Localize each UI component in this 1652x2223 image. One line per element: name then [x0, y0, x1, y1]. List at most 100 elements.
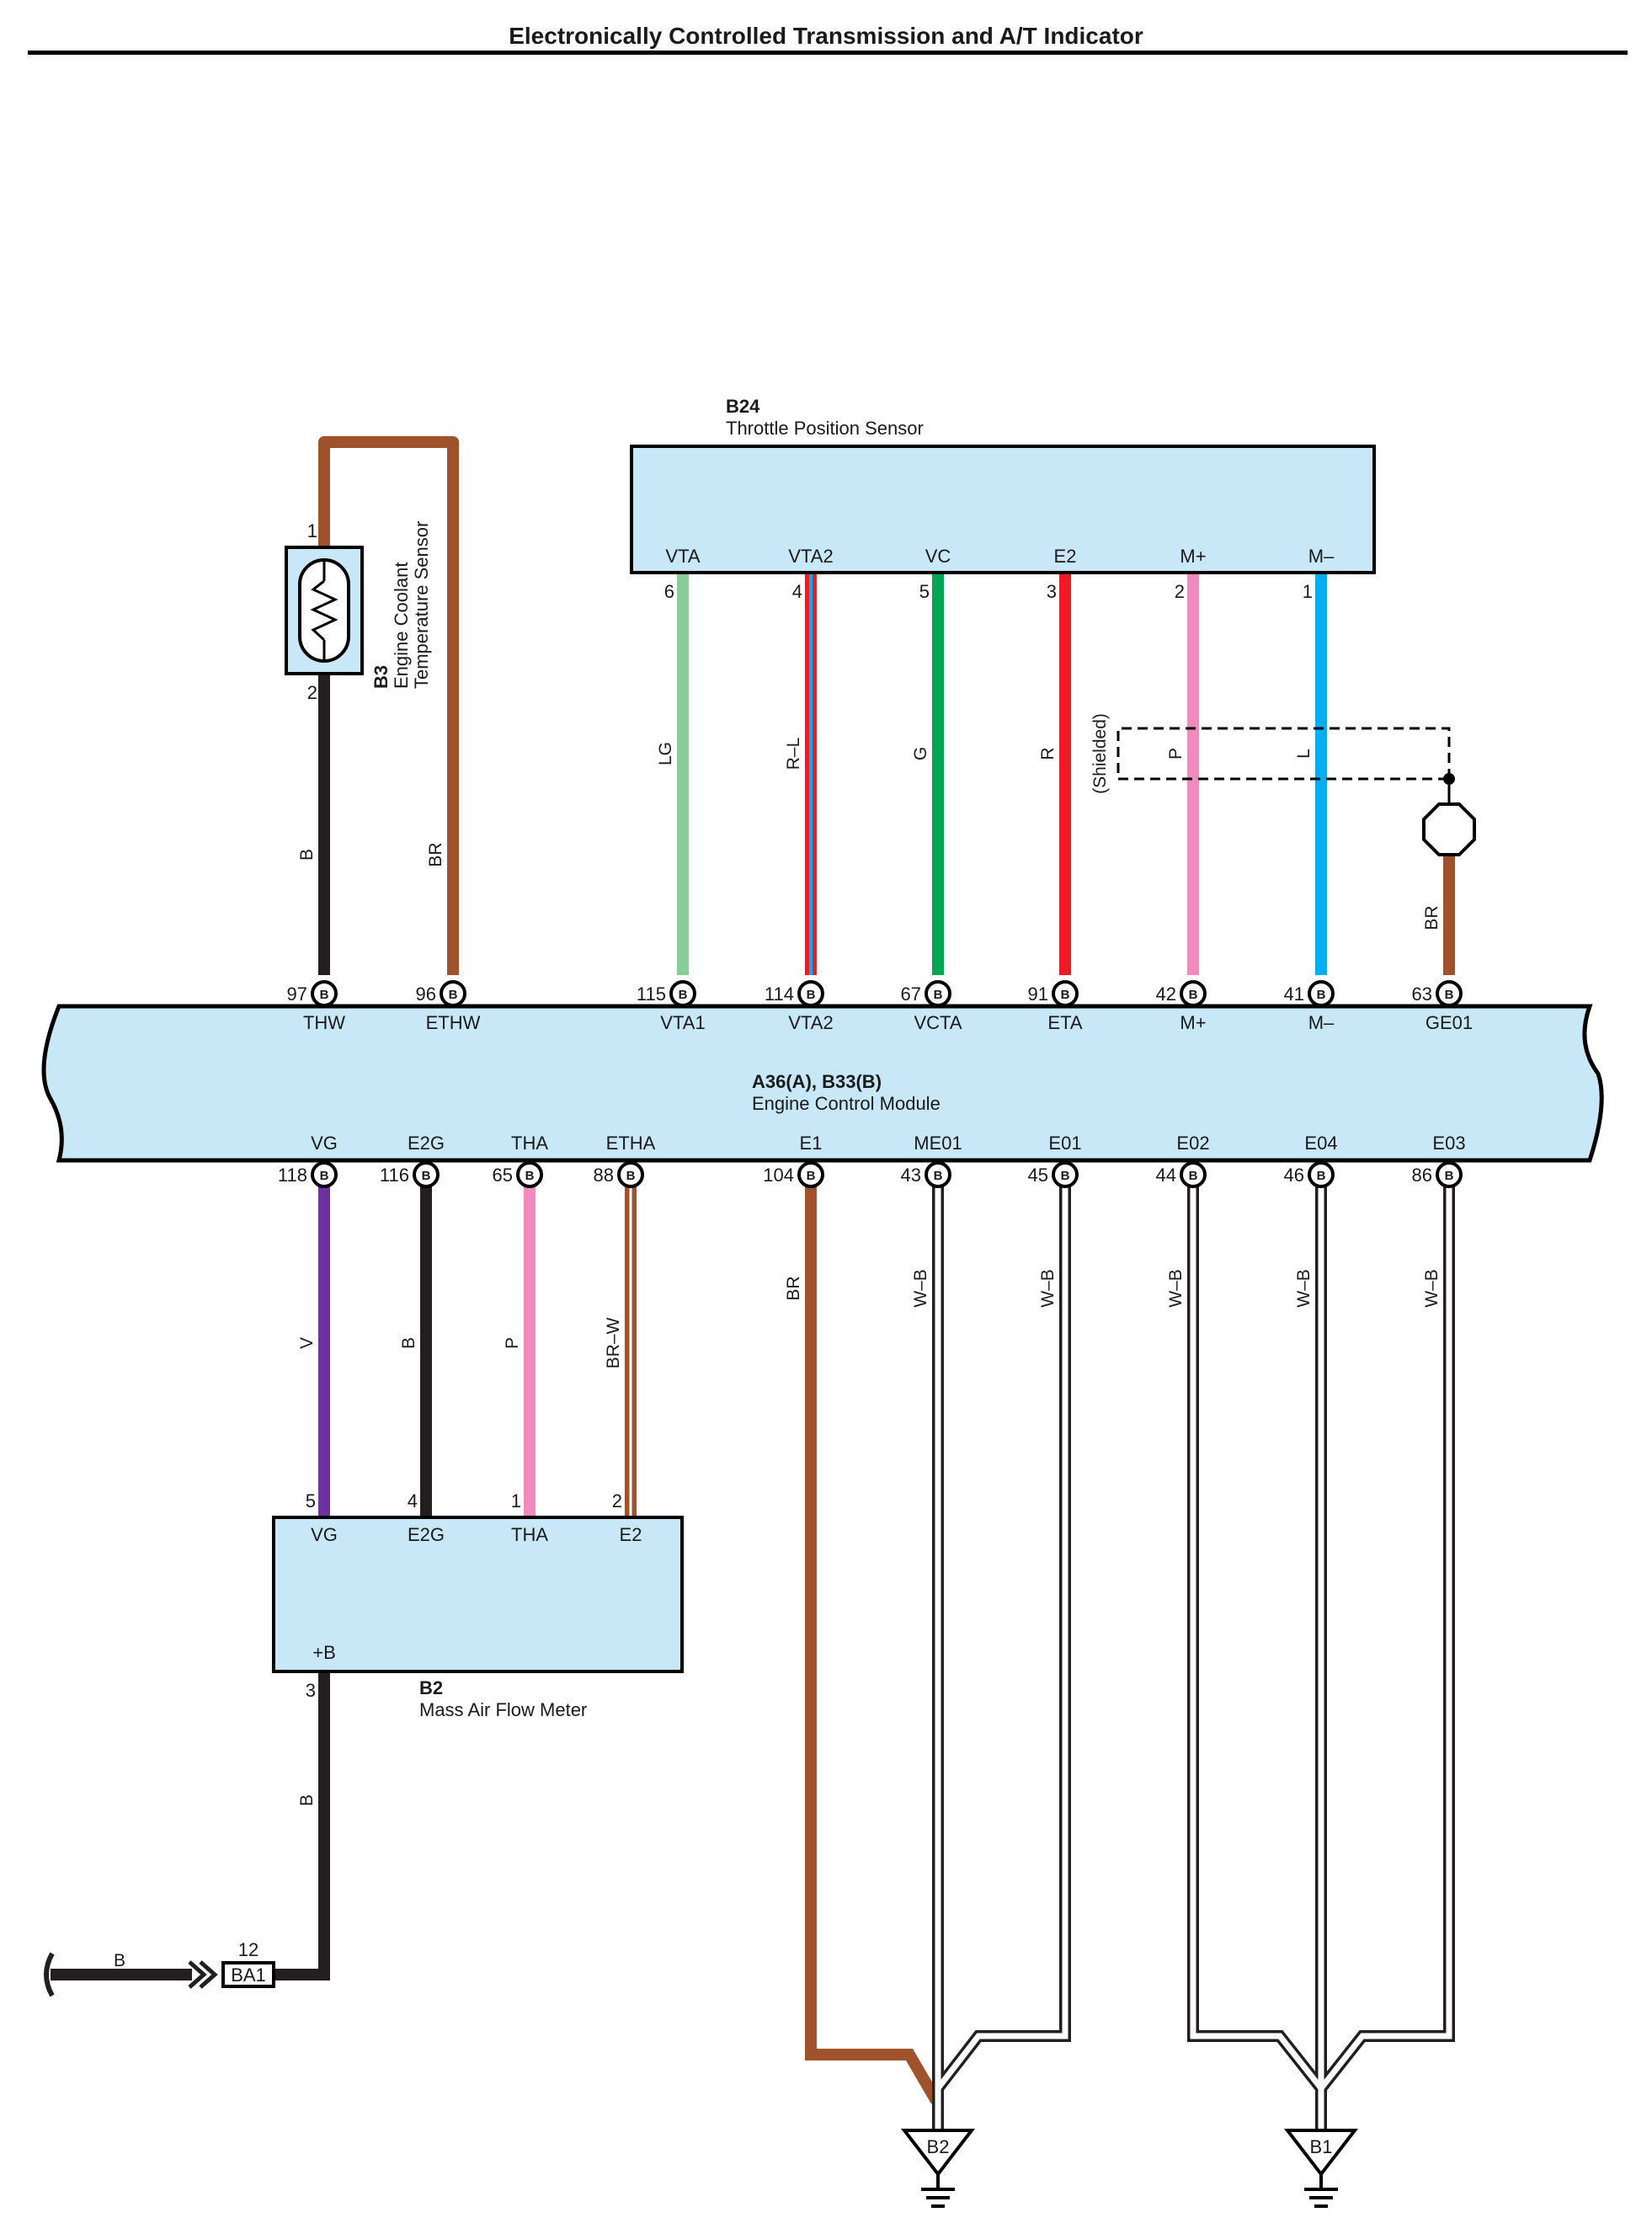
lower-wires: [318, 1175, 942, 2104]
ecm-terminal-tha: THA: [511, 1133, 548, 1154]
thw-wire-label: B: [297, 849, 317, 861]
svg-text:86: 86: [1412, 1165, 1432, 1186]
maf-power-wire-label: B: [297, 1794, 317, 1806]
mminus-wire-label: L: [1294, 749, 1314, 759]
svg-text:B: B: [1189, 1169, 1198, 1183]
ecm-terminal-vta2: VTA2: [788, 1012, 833, 1033]
ecm-box: [41, 1004, 1604, 1163]
ect-wires: [318, 436, 459, 975]
ba1-pin: 12: [238, 1939, 258, 1960]
e02-wire-label: W–B: [1166, 1269, 1186, 1308]
lower-wire-labels: V B P BR–W BR W–B W–B W–B W–B W–B: [297, 1269, 1442, 1368]
ecm-pin-e04: B 46: [1284, 1161, 1335, 1188]
ect-pin-2: 2: [307, 682, 317, 703]
ect-name-line1: Engine Coolant: [391, 562, 412, 689]
ecm-pin-e01: B45: [1028, 1161, 1079, 1188]
maf-code: B2: [419, 1677, 443, 1698]
vc-wire-label: G: [911, 747, 930, 760]
tps-terminal-mminus: M–: [1308, 546, 1335, 567]
svg-text:115: 115: [637, 984, 666, 1005]
tps-terminal-vta2: VTA2: [788, 546, 833, 567]
tps-pin-mplus: 2: [1175, 581, 1185, 602]
svg-text:B: B: [525, 1169, 535, 1183]
svg-text:43: 43: [901, 1165, 921, 1186]
tps-pin-e2: 3: [1047, 581, 1057, 602]
tps-terminal-vta: VTA: [665, 546, 700, 567]
svg-text:88: 88: [594, 1165, 614, 1186]
svg-text:B: B: [320, 1169, 329, 1183]
svg-text:B: B: [1061, 988, 1070, 1002]
ecm-terminal-vta1: VTA1: [660, 1012, 705, 1033]
ethw-wire-label: BR: [426, 842, 445, 866]
maf-pin-plusb: 3: [306, 1680, 316, 1701]
tps-terminal-vc: VC: [925, 546, 951, 567]
ecm-terminal-e2g: E2G: [408, 1133, 445, 1154]
svg-text:B: B: [1189, 988, 1198, 1002]
ecm-pin-e1: B 104: [763, 1161, 824, 1188]
ecm-pin-e02: B 44: [1156, 1161, 1207, 1188]
ecm-terminal-e03: E03: [1432, 1133, 1465, 1154]
e03-wire: [1319, 1175, 1452, 2091]
ge01-wire-label: BR: [1422, 905, 1442, 930]
svg-text:97: 97: [287, 984, 307, 1005]
svg-text:B: B: [1445, 1169, 1454, 1183]
ect-name-line2: Temperature Sensor: [411, 521, 432, 689]
tps-pin-vc: 5: [919, 581, 930, 602]
e02-wire: [1190, 1175, 1324, 2091]
tps-box: [630, 445, 1376, 574]
svg-text:44: 44: [1156, 1165, 1176, 1186]
ecm-terminal-me01: ME01: [914, 1133, 962, 1154]
svg-text:B: B: [1317, 988, 1326, 1002]
ethw-wire: [318, 436, 459, 975]
ground-b2: B2: [900, 2129, 976, 2208]
me01-wire-label: W–B: [911, 1269, 930, 1308]
ground-b2-code: B2: [927, 2136, 950, 2157]
svg-text:96: 96: [416, 984, 436, 1005]
ba1-junction: BA1 12 B: [44, 1939, 275, 1997]
ecm-terminal-ge01: GE01: [1426, 1012, 1473, 1033]
ecm-pin-etha: B88: [594, 1161, 644, 1188]
tha-wire-label: P: [503, 1337, 522, 1349]
arrow-right-icon: [188, 1960, 207, 1989]
e01-wire-label: W–B: [1038, 1269, 1058, 1308]
svg-text:B: B: [1317, 1169, 1326, 1183]
svg-text:42: 42: [1156, 984, 1176, 1005]
tps-terminal-e2: E2: [1054, 546, 1077, 567]
tps-pin-mminus: 1: [1303, 581, 1313, 602]
svg-text:B: B: [934, 1169, 943, 1183]
e1-wire-label: BR: [784, 1276, 803, 1300]
maf-terminal-vg: VG: [311, 1524, 338, 1545]
shielded-label: (Shielded): [1090, 713, 1110, 794]
tps-pin-vta2: 4: [792, 581, 802, 602]
page-title: Electronically Controlled Transmission a…: [509, 23, 1143, 49]
e01-wire: [935, 1175, 1068, 2091]
svg-text:65: 65: [493, 1165, 513, 1186]
svg-text:B: B: [1445, 988, 1454, 1002]
ecm-pin-mplus: B 42: [1156, 980, 1207, 1007]
tps-component: B24 Throttle Position Sensor VTA VTA2 VC…: [630, 396, 1376, 602]
ba1-code: BA1: [231, 1964, 266, 1986]
vg-wire-label: V: [297, 1337, 317, 1349]
ba1-box: [221, 1961, 275, 1988]
ect-sensor: 1 2 B3 Engine Coolant Temperature Sensor: [285, 520, 432, 703]
svg-text:46: 46: [1284, 1165, 1304, 1186]
svg-text:114: 114: [765, 984, 794, 1005]
ground-b1: B1: [1283, 2129, 1359, 2208]
tps-name: Throttle Position Sensor: [726, 418, 924, 439]
svg-text:B: B: [934, 988, 943, 1002]
ground-triangle-icon: [1283, 2129, 1359, 2178]
maf-terminal-tha: THA: [511, 1524, 548, 1545]
svg-text:B: B: [807, 1169, 816, 1183]
upper-wire-labels: B BR LG R–L G R P L BR: [297, 738, 1442, 930]
svg-text:B: B: [320, 988, 329, 1002]
ecm-terminal-e01: E01: [1048, 1133, 1081, 1154]
ecm-pin-ge01: B63: [1412, 980, 1463, 1007]
ground-b1-code: B1: [1310, 2136, 1333, 2157]
svg-text:104: 104: [763, 1165, 794, 1186]
thermistor-icon: [310, 579, 338, 642]
feed-wire-label: B: [114, 1951, 125, 1970]
